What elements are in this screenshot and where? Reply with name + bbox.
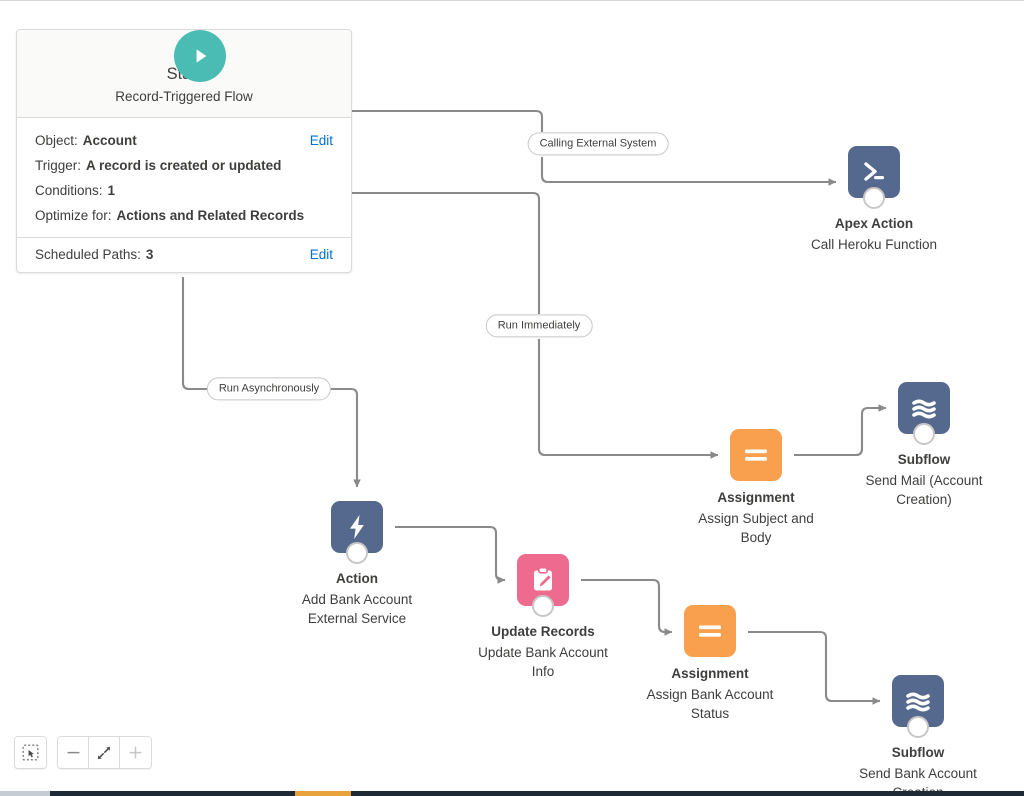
node-title: Assignment	[717, 490, 795, 505]
node-title: Action	[336, 571, 378, 586]
start-node-card[interactable]: Start Record-Triggered Flow Object: Acco…	[16, 29, 352, 273]
scheduled-paths-label: Scheduled Paths:	[35, 246, 141, 262]
connector-start-to-run-immediately	[350, 191, 541, 314]
start-row-trigger: Trigger: A record is created or updated	[35, 153, 333, 178]
start-row-object-value: Account	[82, 132, 137, 148]
start-row-object-label: Object:	[35, 132, 78, 148]
node-subflow-send-mail[interactable]: Subflow Send Mail (Account Creation)	[834, 382, 1014, 510]
connector-start-to-run-asynchronously	[181, 277, 208, 391]
start-subtitle: Record-Triggered Flow	[115, 88, 253, 104]
start-row-trigger-label: Trigger:	[35, 157, 82, 173]
node-subtitle: Call Heroku Function	[810, 236, 938, 252]
node-subtitle: Send Bank Account Creation	[859, 765, 977, 796]
start-row-optimize-label: Optimize for:	[35, 207, 112, 223]
start-row-optimize: Optimize for: Actions and Related Record…	[35, 203, 333, 228]
scheduled-paths-row: Scheduled Paths: 3 Edit	[17, 236, 351, 272]
start-row-conditions-label: Conditions:	[35, 182, 103, 198]
node-title: Subflow	[897, 452, 951, 467]
apex-terminal-icon	[848, 146, 900, 209]
clipboard-pencil-icon	[517, 554, 569, 617]
bottom-os-bar	[0, 791, 1024, 796]
start-row-conditions: Conditions: 1	[35, 178, 333, 203]
node-action-add-bank-account[interactable]: Action Add Bank Account External Service	[267, 501, 447, 629]
node-badge	[913, 423, 935, 445]
node-subtitle: Add Bank Account External Service	[301, 591, 413, 627]
node-badge	[907, 716, 929, 738]
node-assignment-bank-status[interactable]: Assignment Assign Bank Account Status	[620, 605, 800, 724]
node-subflow-send-bank-account[interactable]: Subflow Send Bank Account Creation	[828, 675, 1008, 796]
os-bar-segment-left	[0, 791, 50, 796]
node-subtitle: Send Mail (Account Creation)	[865, 472, 983, 508]
node-assignment-subject-body[interactable]: Assignment Assign Subject and Body	[666, 429, 846, 548]
node-apex-action[interactable]: Apex Action Call Heroku Function	[784, 146, 964, 254]
scheduled-paths-value: 3	[145, 246, 154, 262]
edit-object-link[interactable]: Edit	[309, 132, 333, 148]
plus-icon[interactable]	[120, 737, 151, 768]
edit-scheduled-paths-link[interactable]: Edit	[309, 246, 333, 262]
start-row-optimize-value: Actions and Related Records	[116, 207, 305, 223]
node-subtitle: Update Bank Account Info	[478, 644, 608, 680]
path-label-run-immediately[interactable]: Run Immediately	[485, 314, 593, 338]
fit-to-view-icon[interactable]	[89, 737, 120, 768]
zoom-controls-group	[57, 736, 152, 769]
equals-icon	[684, 605, 736, 657]
marquee-select-icon[interactable]	[15, 737, 46, 768]
path-label-run-asynchronously[interactable]: Run Asynchronously	[206, 377, 332, 401]
node-title: Update Records	[491, 624, 595, 639]
node-badge	[346, 542, 368, 564]
start-details: Object: Account Edit Trigger: A record i…	[17, 118, 351, 237]
equals-icon	[730, 429, 782, 481]
lightning-bolt-icon	[331, 501, 383, 564]
path-label-calling-external-system[interactable]: Calling External System	[527, 132, 669, 156]
connector-run-asynchronously-to-action	[331, 387, 361, 488]
node-badge	[532, 595, 554, 617]
node-subtitle: Assign Bank Account Status	[646, 686, 774, 722]
play-icon	[174, 30, 226, 82]
node-title: Apex Action	[834, 216, 914, 231]
node-badge	[863, 187, 885, 209]
connector-start-to-apex-action	[350, 109, 544, 132]
os-bar-segment-accent	[295, 791, 351, 796]
start-row-conditions-value: 1	[107, 182, 116, 198]
start-row-object: Object: Account Edit	[35, 128, 333, 153]
subflow-waves-icon	[898, 382, 950, 445]
selection-mode-group	[14, 736, 47, 769]
node-update-records[interactable]: Update Records Update Bank Account Info	[453, 554, 633, 682]
node-title: Subflow	[891, 745, 945, 760]
subflow-waves-icon	[892, 675, 944, 738]
node-title: Assignment	[671, 666, 749, 681]
start-row-trigger-value: A record is created or updated	[86, 157, 282, 173]
minus-icon[interactable]	[58, 737, 89, 768]
canvas-toolbar	[14, 736, 152, 769]
node-subtitle: Assign Subject and Body	[698, 510, 814, 546]
